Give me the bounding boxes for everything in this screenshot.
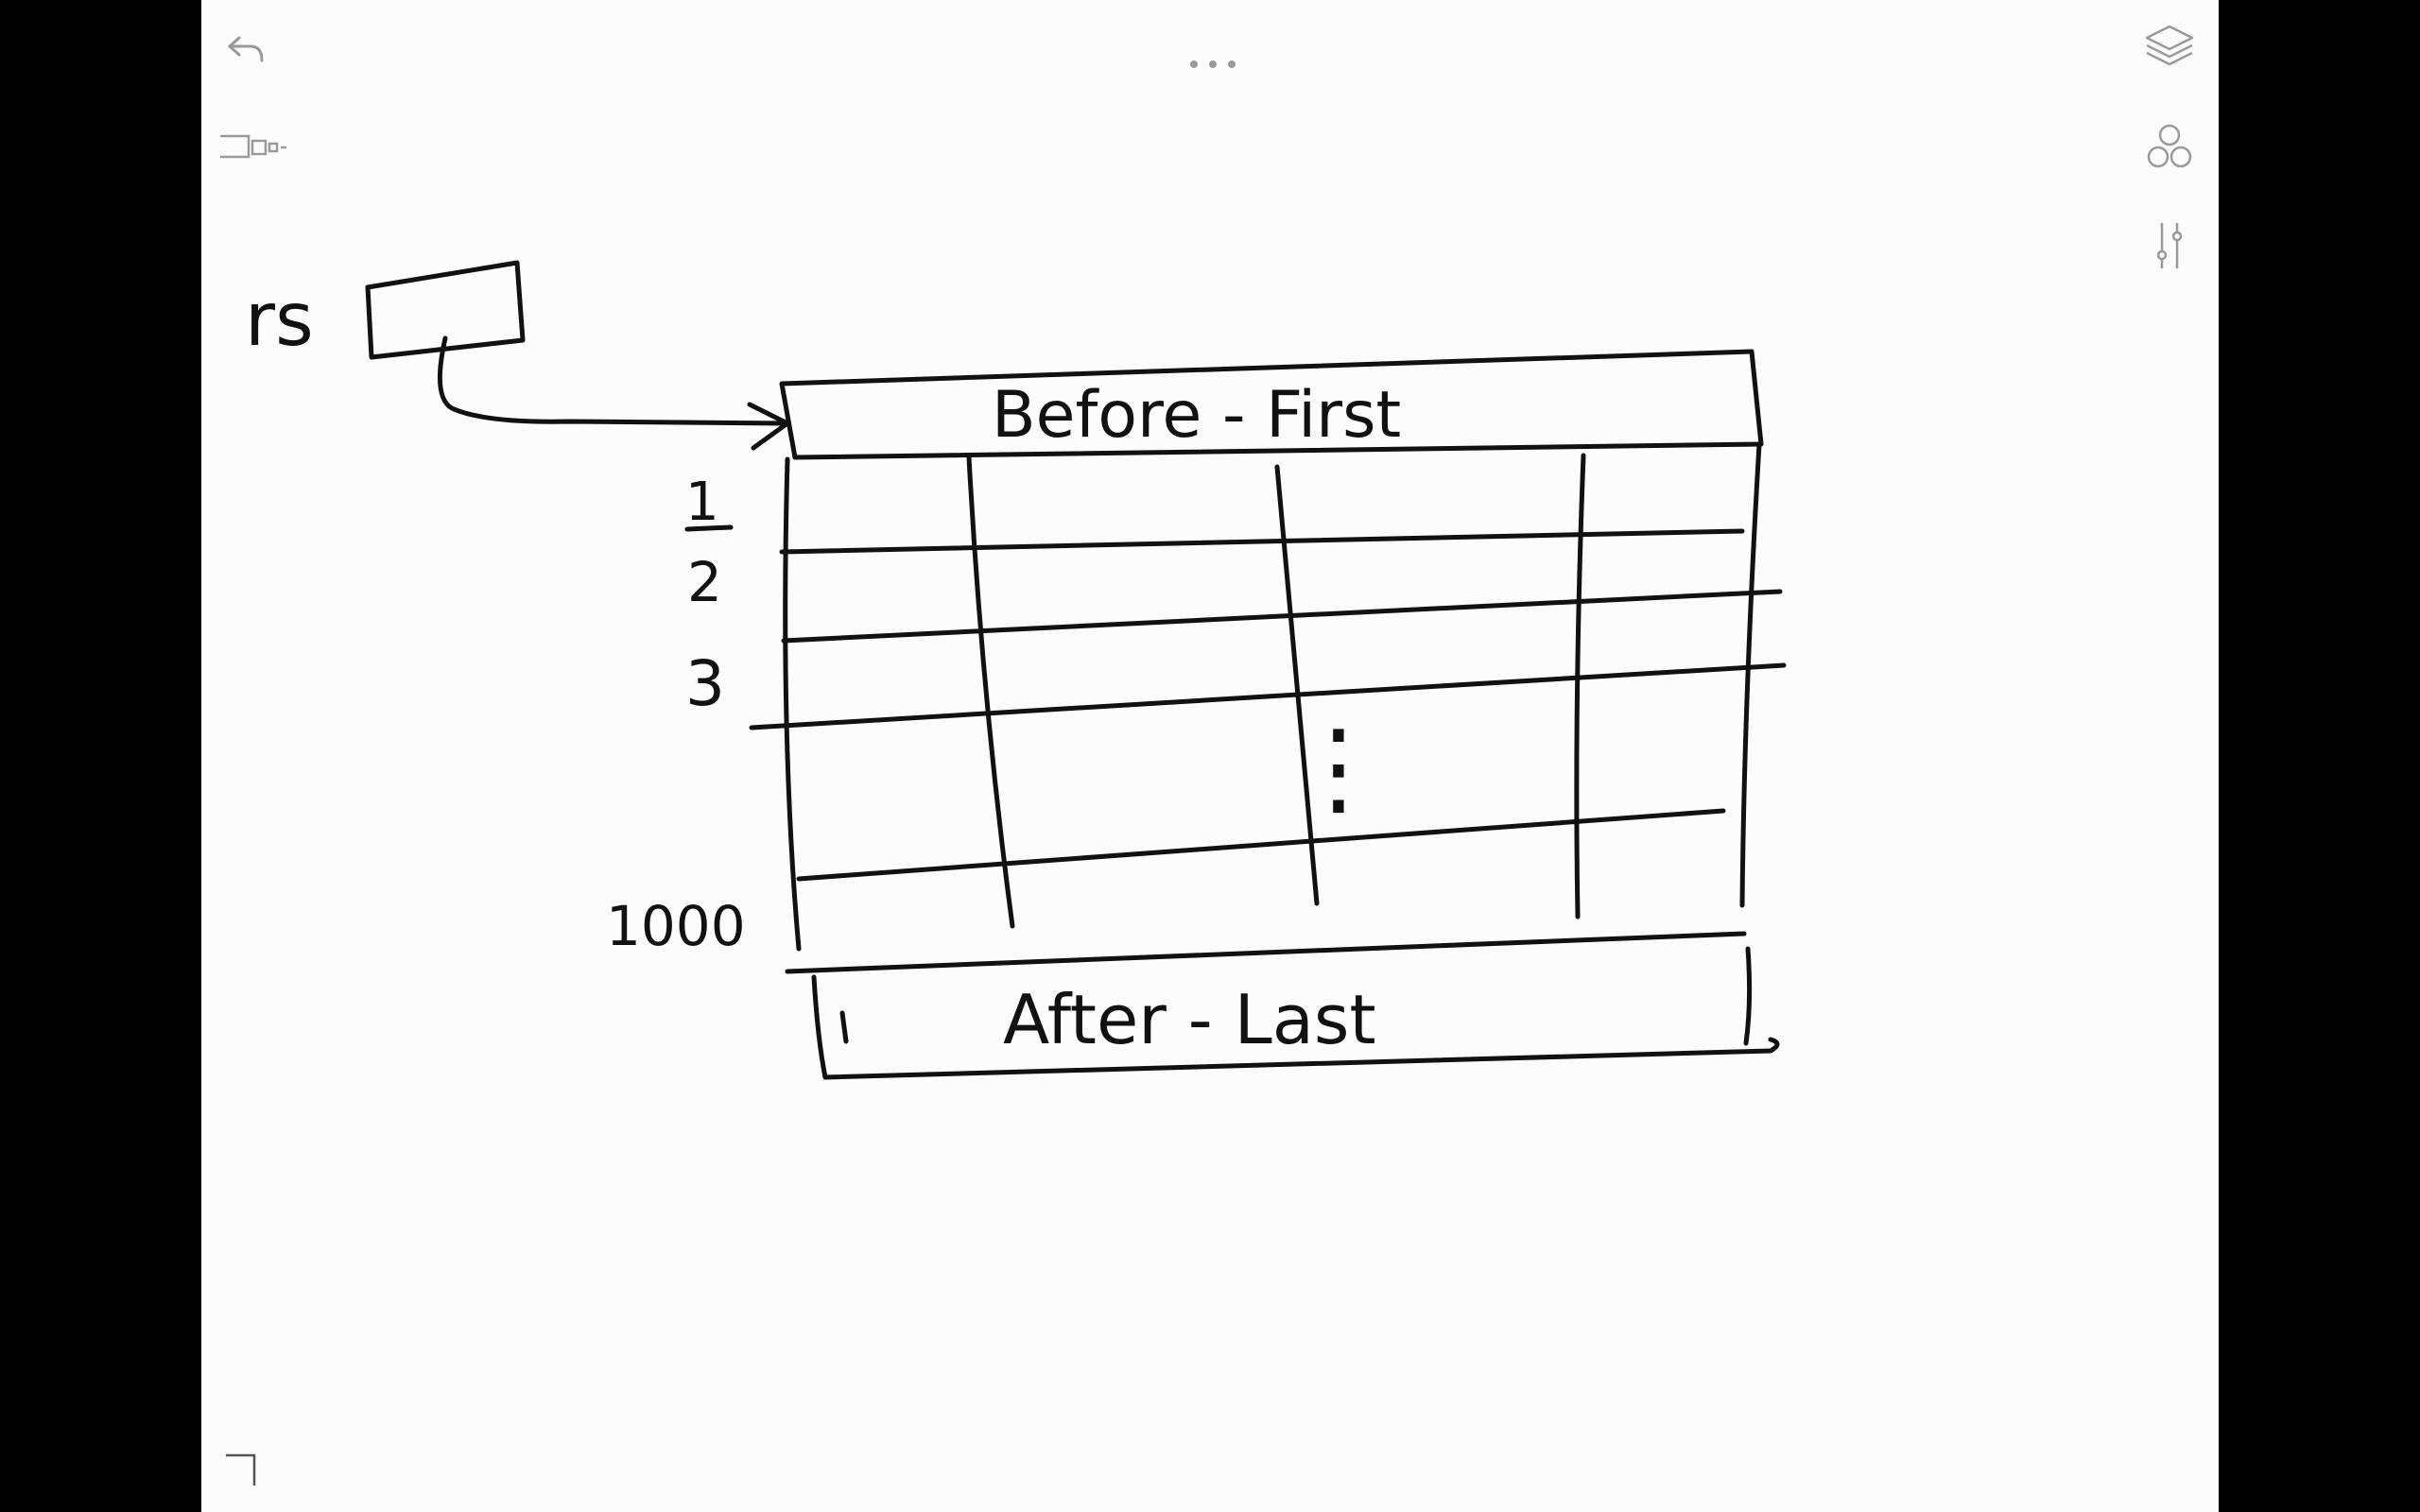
more-options-button[interactable] <box>1186 55 1239 74</box>
corner-bracket-icon <box>226 1453 256 1486</box>
circles-icon <box>2147 124 2192 168</box>
column-line <box>1574 453 1586 919</box>
page-thumbnails-icon <box>220 134 286 159</box>
layers-icon <box>2145 25 2194 66</box>
table-left-edge <box>783 456 802 952</box>
before-first-label: Before - First <box>992 378 1401 453</box>
undo-arrow-icon <box>228 36 264 62</box>
ellipsis-icon <box>1190 60 1236 68</box>
pointer-arrow <box>437 335 790 426</box>
arrowhead <box>747 402 790 451</box>
after-last-row <box>811 974 1780 1080</box>
row-line <box>749 662 1787 730</box>
corner-button[interactable] <box>222 1452 260 1489</box>
layers-button[interactable] <box>2143 23 2196 76</box>
page-thumbnails-button[interactable] <box>218 132 303 161</box>
drawing-canvas[interactable]: rs Before - First ⋮ 1 <box>201 0 2219 1512</box>
row-number-1: 1 <box>685 472 719 533</box>
row-number-3: 3 <box>685 647 725 720</box>
continuation-dots: ⋮ <box>1287 707 1391 828</box>
row-number-2: 2 <box>687 550 722 614</box>
shapes-button[interactable] <box>2143 121 2196 174</box>
row-number-underline <box>684 524 734 532</box>
sketch-drawing: rs Before - First ⋮ 1 <box>245 260 1787 1080</box>
table-right-edge <box>1739 441 1762 908</box>
row-line <box>796 808 1726 882</box>
row-line <box>781 589 1783 644</box>
after-last-label: After - Last <box>1003 980 1376 1059</box>
variable-label: rs <box>245 278 314 363</box>
column-line <box>1274 464 1320 906</box>
row-line <box>779 528 1745 555</box>
undo-button[interactable] <box>226 32 268 66</box>
after-last-right-edge <box>1743 946 1753 1046</box>
sliders-icon <box>2156 223 2183 268</box>
row-number-1000: 1000 <box>606 894 746 958</box>
after-last-tick <box>839 1010 849 1044</box>
column-line <box>966 455 1015 929</box>
adjust-button[interactable] <box>2147 219 2192 272</box>
table-bottom-edge <box>785 931 1747 974</box>
pointer-box <box>365 260 526 360</box>
